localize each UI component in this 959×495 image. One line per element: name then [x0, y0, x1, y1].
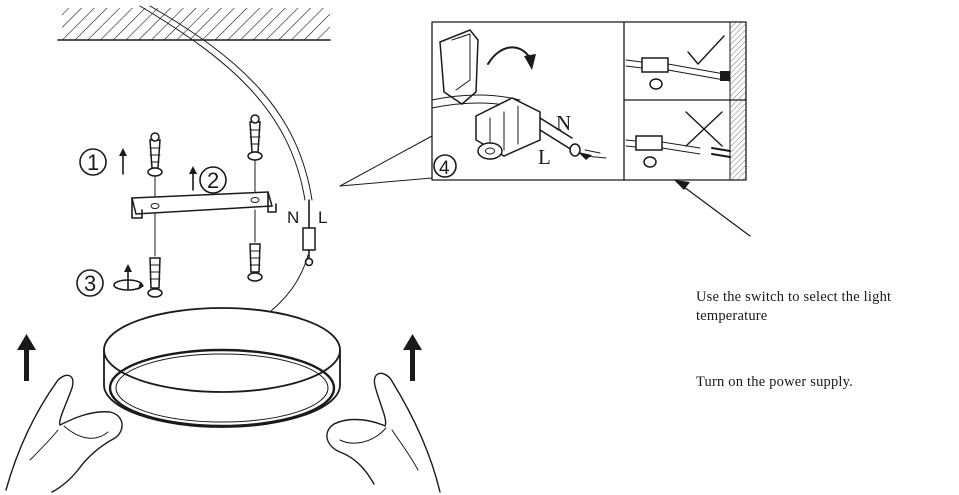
step-1-number: 1: [87, 150, 99, 175]
step-2-marker: [199, 166, 227, 194]
right-hand: [326, 372, 441, 493]
mains-cable: [139, 5, 313, 319]
up-arrow-icon: [119, 148, 127, 175]
step-4-marker: [433, 154, 457, 178]
step-3-number: 3: [84, 271, 96, 296]
step-3-marker: [76, 269, 104, 297]
instruction-select-temperature: Use the switch to select the light tempe…: [696, 289, 892, 324]
rotate-arrow-icon: [487, 46, 536, 70]
rotate-arrow-icon: [113, 264, 144, 291]
instruction-power-on: Turn on the power supply.: [696, 374, 853, 390]
cable-label-neutral: N: [287, 208, 299, 227]
cable-label-live: L: [318, 208, 327, 227]
up-arrow-icon: [403, 334, 422, 381]
detail-label-neutral: N: [556, 111, 571, 135]
screw-left: [147, 213, 163, 298]
step-2-number: 2: [207, 168, 219, 193]
detail-label-live: L: [538, 145, 551, 169]
mounting-bracket: [131, 191, 277, 219]
step-4-number: 4: [439, 158, 450, 179]
check-mark-icon: [687, 35, 725, 65]
correct-connection: [625, 57, 731, 90]
terminal-block-drawing: [431, 29, 607, 160]
screw-right: [247, 209, 263, 282]
detail-callout: [339, 135, 433, 187]
cable-terminal: [302, 199, 316, 267]
wiring-detail-panel: [431, 21, 747, 181]
wall-plug-right: [247, 114, 263, 196]
up-arrow-icon: [189, 166, 197, 191]
wall-plug-left: [147, 132, 163, 201]
incorrect-connection: [625, 135, 731, 168]
left-hand: [5, 374, 123, 493]
cross-mark-icon: [685, 111, 723, 147]
pointer-arrow: [674, 180, 751, 237]
ceiling-light-fixture: [103, 307, 341, 428]
step-1-marker: [79, 148, 107, 176]
up-arrow-icon: [17, 334, 36, 381]
